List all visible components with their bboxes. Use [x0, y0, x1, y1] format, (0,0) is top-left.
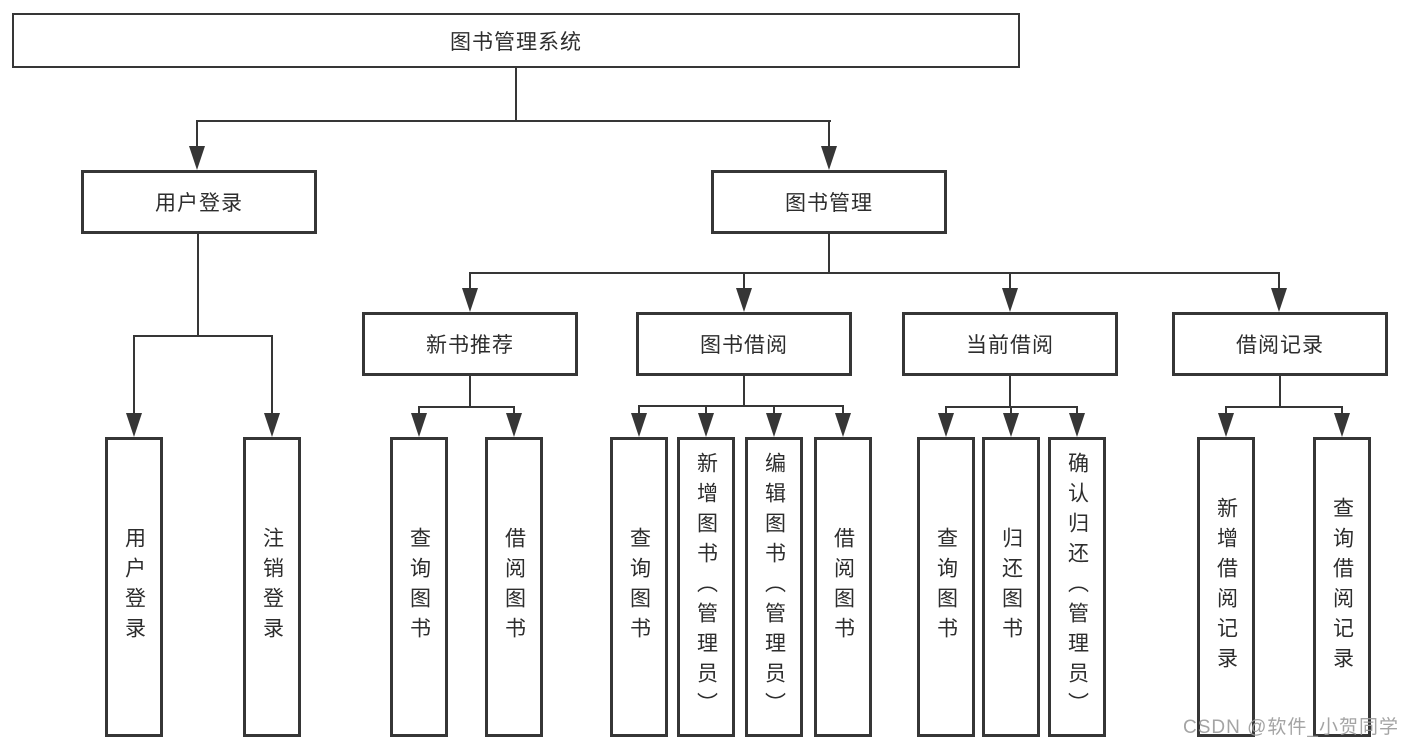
node-book-management: 图书管理 — [711, 170, 947, 234]
leaf-borrow-books-recommend: 借阅图书 — [485, 437, 543, 737]
connector-drop-leaf — [271, 335, 273, 415]
node-current-borrowing-label: 当前借阅 — [966, 334, 1054, 357]
leaf-confirm-return-admin-label: 确认归还（管理员） — [1065, 452, 1089, 722]
node-user-login: 用户登录 — [81, 170, 317, 234]
leaf-edit-books-admin-label: 编辑图书（管理员） — [762, 452, 786, 722]
connector-drop-leaf — [842, 405, 844, 416]
leaf-user-login-label: 用户登录 — [122, 527, 146, 647]
connector-drop-leaf — [945, 406, 947, 416]
connector-root-stem — [515, 68, 517, 120]
arrow-down-icon — [766, 413, 782, 437]
connector-drop-borrow-record — [1278, 272, 1280, 290]
node-book-borrowing: 图书借阅 — [636, 312, 852, 376]
connector-drop-leaf — [1010, 406, 1012, 416]
connector-drop-leaf — [638, 405, 640, 416]
node-borrowing-records: 借阅记录 — [1172, 312, 1388, 376]
leaf-query-books-recommend: 查询图书 — [390, 437, 448, 737]
arrow-down-icon — [938, 413, 954, 437]
arrow-down-icon — [698, 413, 714, 437]
arrow-down-icon — [736, 288, 752, 312]
leaf-logout-label: 注销登录 — [260, 527, 284, 647]
arrow-down-icon — [264, 413, 280, 437]
leaf-borrow-books: 借阅图书 — [814, 437, 872, 737]
connector-drop-leaf — [1076, 406, 1078, 416]
arrow-down-icon — [1002, 288, 1018, 312]
node-borrowing-records-label: 借阅记录 — [1236, 334, 1324, 357]
connector-book-borrow-stem — [743, 376, 745, 405]
connector-book-mgmt-bar — [470, 272, 1280, 274]
connector-borrow-record-stem — [1279, 376, 1281, 406]
arrow-down-icon — [835, 413, 851, 437]
connector-drop-leaf — [133, 335, 135, 415]
leaf-logout: 注销登录 — [243, 437, 301, 737]
node-book-management-label: 图书管理 — [785, 192, 873, 215]
connector-drop-leaf — [513, 406, 515, 416]
connector-book-borrow-bar — [639, 405, 844, 407]
arrow-down-icon — [1218, 413, 1234, 437]
arrow-down-icon — [1271, 288, 1287, 312]
connector-drop-leaf — [705, 405, 707, 416]
connector-drop-book-mgmt — [828, 120, 830, 148]
leaf-add-borrow-record-label: 新增借阅记录 — [1214, 497, 1238, 677]
connector-drop-leaf — [1225, 406, 1227, 416]
arrow-down-icon — [631, 413, 647, 437]
connector-book-mgmt-stem — [828, 234, 830, 272]
node-current-borrowing: 当前借阅 — [902, 312, 1118, 376]
connector-drop-book-borrow — [743, 272, 745, 290]
leaf-query-books-current: 查询图书 — [917, 437, 975, 737]
leaf-return-books-label: 归还图书 — [999, 527, 1023, 647]
leaf-borrow-books-label: 借阅图书 — [831, 527, 855, 647]
leaf-query-books-current-label: 查询图书 — [934, 527, 958, 647]
leaf-add-books-admin: 新增图书（管理员） — [677, 437, 735, 737]
connector-drop-leaf — [418, 406, 420, 416]
connector-drop-leaf — [773, 405, 775, 416]
leaf-query-borrow-record: 查询借阅记录 — [1313, 437, 1371, 737]
arrow-down-icon — [411, 413, 427, 437]
arrow-down-icon — [462, 288, 478, 312]
leaf-add-borrow-record: 新增借阅记录 — [1197, 437, 1255, 737]
leaf-return-books: 归还图书 — [982, 437, 1040, 737]
arrow-down-icon — [1069, 413, 1085, 437]
connector-new-book-bar — [419, 406, 515, 408]
arrow-down-icon — [1334, 413, 1350, 437]
arrow-down-icon — [126, 413, 142, 437]
connector-drop-new-book — [469, 272, 471, 290]
arrow-down-icon — [506, 413, 522, 437]
leaf-user-login: 用户登录 — [105, 437, 163, 737]
leaf-add-books-admin-label: 新增图书（管理员） — [694, 452, 718, 722]
connector-current-borrow-bar — [946, 406, 1078, 408]
leaf-query-borrow-record-label: 查询借阅记录 — [1330, 497, 1354, 677]
connector-borrow-record-bar — [1226, 406, 1343, 408]
node-root-system: 图书管理系统 — [12, 13, 1020, 68]
arrow-down-icon — [821, 146, 837, 170]
connector-user-login-stem — [197, 234, 199, 335]
node-root-system-label: 图书管理系统 — [450, 30, 582, 54]
leaf-edit-books-admin: 编辑图书（管理员） — [745, 437, 803, 737]
leaf-confirm-return-admin: 确认归还（管理员） — [1048, 437, 1106, 737]
leaf-borrow-books-recommend-label: 借阅图书 — [502, 527, 526, 647]
node-book-borrowing-label: 图书借阅 — [700, 334, 788, 357]
connector-drop-user-login — [196, 120, 198, 148]
connector-drop-current-borrow — [1009, 272, 1011, 290]
arrow-down-icon — [189, 146, 205, 170]
connector-root-bar — [197, 120, 831, 122]
arrow-down-icon — [1003, 413, 1019, 437]
csdn-watermark: CSDN @软件_小贺同学 — [1183, 717, 1399, 738]
connector-current-borrow-stem — [1009, 376, 1011, 406]
leaf-query-books-borrowing: 查询图书 — [610, 437, 668, 737]
leaf-query-books-borrowing-label: 查询图书 — [627, 527, 651, 647]
node-new-book-recommendation: 新书推荐 — [362, 312, 578, 376]
leaf-query-books-recommend-label: 查询图书 — [407, 527, 431, 647]
node-new-book-recommendation-label: 新书推荐 — [426, 334, 514, 357]
connector-drop-leaf — [1341, 406, 1343, 416]
connector-new-book-stem — [469, 376, 471, 406]
node-user-login-label: 用户登录 — [155, 192, 243, 215]
connector-user-login-bar — [134, 335, 273, 337]
